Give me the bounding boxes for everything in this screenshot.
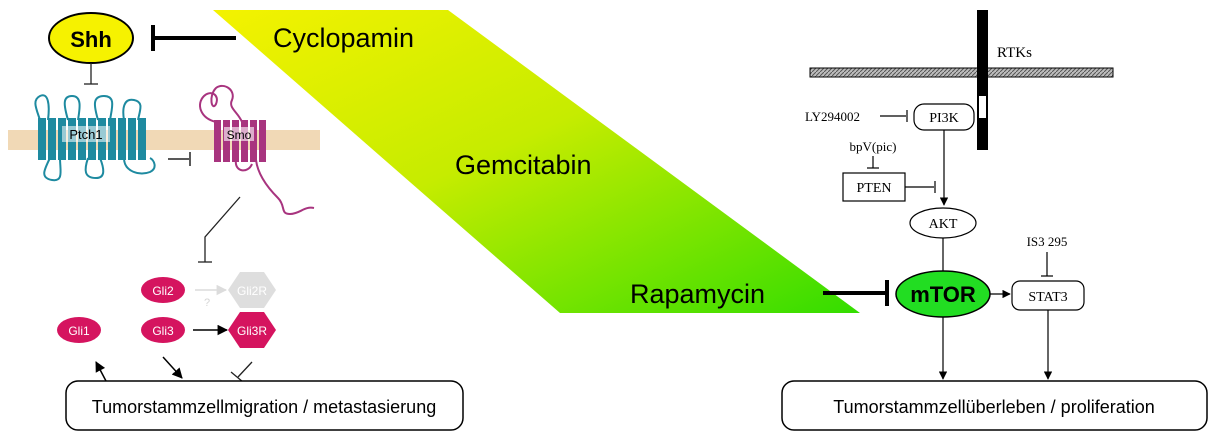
- gli3-to-outcome-arrow: [162, 356, 183, 379]
- gli3r-node: [228, 312, 276, 348]
- gli3r-label: Gli3R: [237, 324, 267, 338]
- gli2-question: ?: [204, 297, 210, 309]
- pten-label: PTEN: [857, 181, 892, 196]
- mtor-label: mTOR: [910, 282, 976, 307]
- is3-label: IS3 295: [1027, 234, 1068, 249]
- rtk-receptor-bar: [977, 10, 988, 150]
- migration-outcome-label: Tumorstammzellmigration / metastasierung: [92, 397, 436, 417]
- survival-outcome-label: Tumorstammzellüberleben / proliferation: [833, 397, 1154, 417]
- gli2r-label: Gli2R: [237, 284, 267, 298]
- smo-gli-line: [204, 196, 241, 262]
- pi3k-label: PI3K: [929, 111, 959, 126]
- survival-outcome-box: [781, 380, 1208, 431]
- akt-label: AKT: [929, 217, 958, 232]
- ptch1-receptor: [34, 94, 156, 182]
- ly294002-label: LY294002: [805, 109, 860, 124]
- ptch1-label: Ptch1: [69, 127, 102, 142]
- gli2r-node: [228, 272, 276, 308]
- smo-receptor: [199, 84, 315, 216]
- rapamycin-label: Rapamycin: [630, 279, 765, 309]
- ptch1-label-box: [62, 126, 110, 142]
- bpv-label: bpV(pic): [850, 139, 897, 154]
- gli3r-to-outcome-line: [237, 361, 253, 378]
- gli2-node: [141, 277, 185, 303]
- rtks-label: RTKs: [997, 45, 1032, 61]
- gli2-label: Gli2: [152, 284, 174, 298]
- rtk-membrane-band: [809, 67, 1114, 78]
- outcome-to-gli1-arrow: [95, 361, 107, 382]
- gli3-node: [141, 317, 185, 343]
- shh-label: Shh: [70, 27, 112, 52]
- cyclopamin-label: Cyclopamin: [273, 23, 414, 53]
- gli1-node: [57, 317, 101, 343]
- pten-node: [842, 172, 906, 202]
- rtk-receptor-window: [979, 96, 986, 118]
- gli3-label: Gli3: [152, 324, 174, 338]
- stat3-label: STAT3: [1028, 290, 1067, 305]
- drug-gradient-band: [213, 10, 860, 313]
- smo-label-box: [224, 127, 254, 141]
- gli1-label: Gli1: [68, 324, 90, 338]
- gemcitabin-label: Gemcitabin: [455, 150, 592, 180]
- smo-label: Smo: [227, 128, 252, 142]
- migration-outcome-box: [65, 380, 464, 431]
